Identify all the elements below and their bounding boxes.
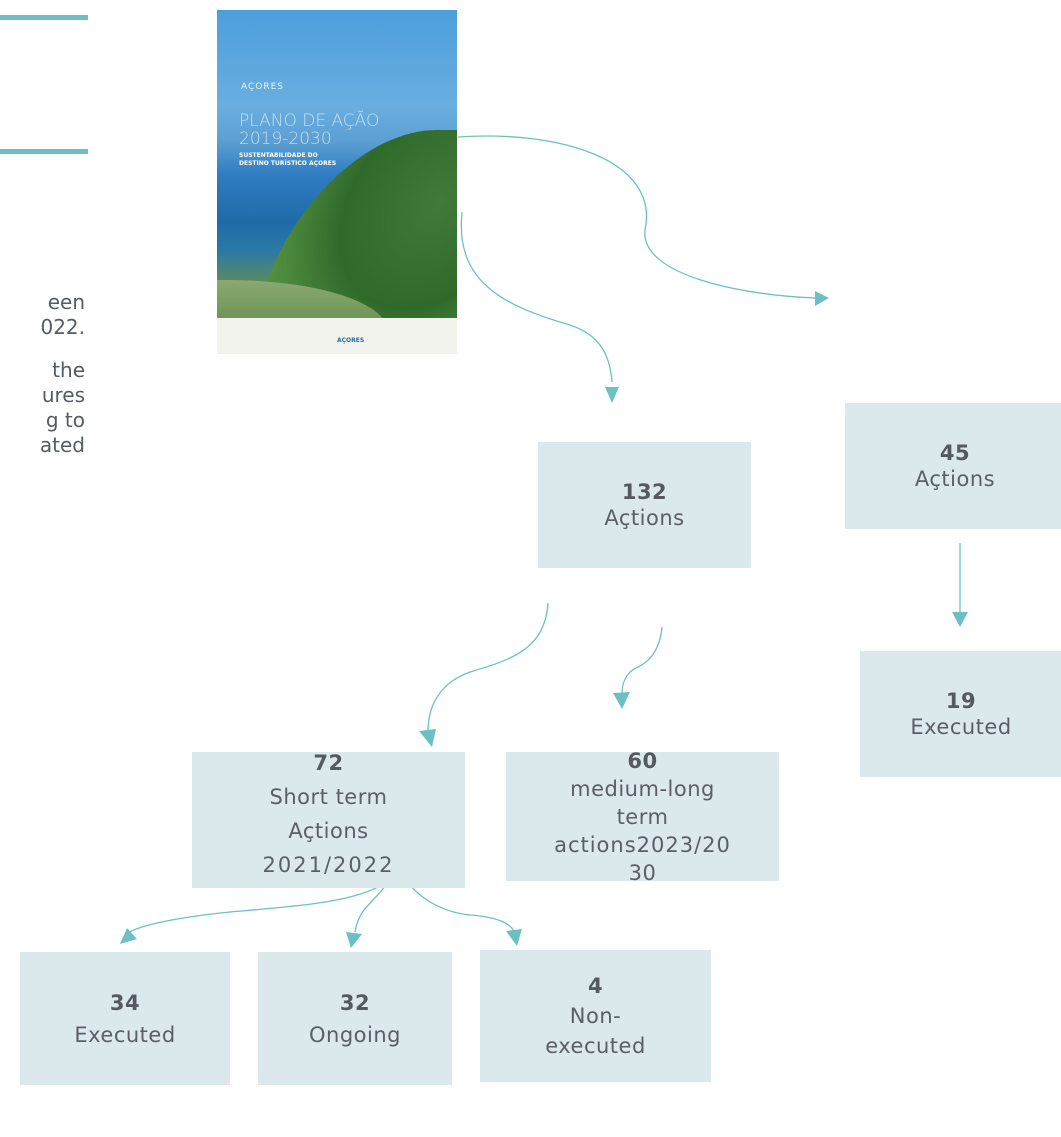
clipped-text-line-6: ated bbox=[39, 433, 85, 457]
actions-45-box: 45 Açtions bbox=[845, 403, 1061, 529]
bottom-rule bbox=[0, 149, 88, 154]
medium-long-60-number: 60 bbox=[627, 752, 658, 773]
executed-34-number: 34 bbox=[109, 990, 141, 1015]
cover-title-line-1: PLANO DE AÇÃO bbox=[239, 111, 380, 131]
actions-132-box: 132 Açtions bbox=[538, 442, 751, 568]
actions-132-number: 132 bbox=[621, 480, 668, 504]
actions-45-label: Açtions bbox=[914, 467, 996, 491]
short-term-72-label-2: Açtions bbox=[288, 819, 369, 843]
medium-long-60-box: 60 medium-long term actions2023/20 30 bbox=[506, 752, 779, 881]
cover-subtitle: SUSTENTABILIDADE DO DESTINO TURÍSTICO AÇ… bbox=[239, 152, 336, 168]
arrow-cover-to-45 bbox=[457, 135, 816, 299]
medium-long-60-label-1: medium-long bbox=[570, 777, 715, 801]
short-term-72-label-1: Short term bbox=[269, 785, 388, 809]
clipped-text-line-4: ures bbox=[41, 383, 85, 407]
arrowhead-132 bbox=[605, 387, 619, 403]
plan-cover-image: AÇORES PLANO DE AÇÃO 2019-2030 SUSTENTAB… bbox=[217, 10, 457, 354]
arrowhead-19 bbox=[952, 612, 968, 627]
arrowhead-34 bbox=[120, 928, 137, 944]
arrowhead-72 bbox=[419, 729, 436, 747]
clipped-text-line-5: g to bbox=[45, 408, 85, 432]
non-executed-4-number: 4 bbox=[587, 974, 604, 998]
cover-footer-logo: AÇORES bbox=[337, 337, 365, 344]
cover-title-line-2: 2019-2030 bbox=[239, 129, 332, 149]
non-executed-4-box: 4 Non- executed bbox=[480, 950, 711, 1082]
arrowhead-60 bbox=[613, 692, 630, 709]
arrow-132-to-72 bbox=[427, 602, 549, 733]
arrowhead-32 bbox=[346, 932, 362, 948]
cover-subtitle-line-1: SUSTENTABILIDADE DO bbox=[239, 152, 318, 159]
actions-132-label: Açtions bbox=[604, 506, 685, 530]
cover-logo-text: AÇORES bbox=[241, 82, 285, 92]
actions-45-number: 45 bbox=[939, 441, 971, 465]
executed-19-label: Executed bbox=[910, 715, 1012, 739]
arrow-cover-to-132 bbox=[460, 211, 613, 383]
arrowhead-45 bbox=[815, 291, 829, 306]
clipped-text-line-1: een bbox=[47, 290, 85, 314]
arrow-132-to-60 bbox=[621, 626, 663, 695]
short-term-72-box: 72 Short term Açtions 2021/2022 bbox=[192, 752, 465, 888]
short-term-72-label-3: 2021/2022 bbox=[262, 853, 395, 877]
medium-long-60-label-4: 30 bbox=[628, 861, 657, 881]
ongoing-32-box: 32 Ongoing bbox=[258, 952, 452, 1085]
cover-title: PLANO DE AÇÃO 2019-2030 bbox=[239, 112, 379, 148]
medium-long-60-label-3: actions2023/20 bbox=[554, 833, 731, 857]
executed-19-box: 19 Executed bbox=[860, 651, 1061, 777]
cover-footer-strip: AÇORES bbox=[217, 318, 457, 354]
executed-34-label: Executed bbox=[74, 1022, 176, 1047]
non-executed-4-label-1: Non- bbox=[569, 1004, 622, 1028]
arrowhead-4 bbox=[506, 929, 522, 946]
clipped-text-line-3: the bbox=[52, 358, 85, 382]
clipped-text-line-2: 022. bbox=[40, 315, 85, 339]
non-executed-4-label-2: executed bbox=[545, 1034, 646, 1058]
executed-34-box: 34 Executed bbox=[20, 952, 230, 1085]
medium-long-60-label-2: term bbox=[616, 805, 669, 829]
cover-subtitle-line-2: DESTINO TURÍSTICO AÇORES bbox=[239, 160, 337, 167]
top-rule bbox=[0, 15, 88, 20]
executed-19-number: 19 bbox=[945, 689, 977, 713]
ongoing-32-label: Ongoing bbox=[309, 1022, 401, 1047]
short-term-72-number: 72 bbox=[313, 752, 344, 775]
ongoing-32-number: 32 bbox=[339, 990, 371, 1015]
